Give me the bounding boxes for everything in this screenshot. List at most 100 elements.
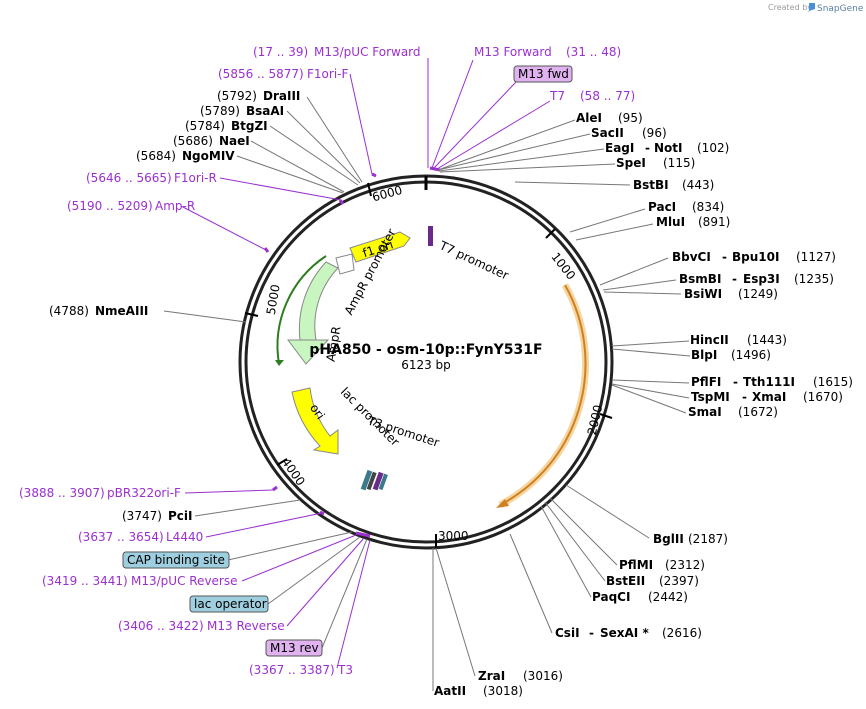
credit-text: Created by [768,3,812,12]
svg-text:-: - [645,141,650,155]
label-m13-puc-reverse-pos: (3419 .. 3441) [42,574,128,588]
label-draiii: DraIII [263,89,300,103]
label-pflfi: PflFI [691,375,721,389]
label-naei: NaeI [219,134,250,148]
labels-right: (17 .. 39) M13/pUC Forward M13 Forward (… [253,45,853,698]
label-spei: SpeI [616,156,646,170]
svg-text:-: - [733,375,738,389]
label-f1ori-f: F1ori-F [307,67,348,81]
leader-lines-left [163,73,373,669]
label-blpi-pos: (1496) [731,348,771,362]
f1-ori-arrow [349,231,411,263]
plasmid-size: 6123 bp [401,358,451,372]
leader-lines-right [427,58,691,691]
label-paqci-pos: (2442) [648,590,688,604]
label-hincii-pos: (1443) [747,333,787,347]
label-eagi: EagI [605,141,634,155]
label-m13-puc-reverse: M13/pUC Reverse [131,574,238,588]
svg-text:-: - [732,272,737,286]
label-bsteii: BstEII [606,574,645,588]
label-csii-pos: (2616) [662,626,702,640]
svg-text:-: - [589,626,594,640]
label-amp-r: Amp-R [155,199,195,213]
label-bglii: BglII [653,532,684,546]
label-paci: PacI [648,200,676,214]
label-pflmi-pos: (2312) [665,558,705,572]
label-m13-forward: M13 Forward [474,45,552,59]
label-bglii-pos: (2187) [688,532,728,546]
label-alei-pos: (95) [618,111,643,125]
label-amp-r-pos: (5190 .. 5209) [67,199,153,213]
label-draiii-pos: (5792) [217,89,257,103]
label-btgzi: BtgZI [231,119,268,133]
label-m13-fwd: M13 fwd [518,67,569,81]
lac-markers [360,469,388,491]
label-bsteii-pos: (2397) [659,574,699,588]
svg-text:-: - [742,390,747,404]
label-m13-forward-pos: (31 .. 48) [566,45,621,59]
label-zrai-pos: (3016) [523,669,563,683]
label-pcii-pos: (3747) [122,509,162,523]
label-naei-pos: (5686) [173,134,213,148]
ring-ticks [244,176,613,548]
tick-label-3000: 3000 [438,529,469,543]
label-m13-puc-forward: M13/pUC Forward [314,45,421,59]
label-m13-rev: M13 rev [270,641,319,655]
label-t3-pos: (3367 .. 3387) [249,663,335,677]
promoter-marker [335,253,355,275]
cap-binding-site-box [122,551,230,569]
label-blpi: BlpI [691,348,717,362]
label-noti: NotI [654,141,683,155]
label-smai-pos: (1672) [738,405,778,419]
label-m13-reverse: M13 Reverse [207,619,285,633]
label-tspmi-pos: (1670) [803,390,843,404]
label-t7: T7 [549,89,565,103]
label-t3: T3 [337,663,353,677]
label-pbr322ori-f-pos: (3888 .. 3907) [19,486,105,500]
label-hincii: HincII [690,333,729,347]
label-zrai: ZraI [478,669,505,683]
label-sacii: SacII [591,126,624,140]
lac-operator-box [189,595,269,613]
label-ngomiv-pos: (5684) [136,149,176,163]
label-cap-binding-site: CAP binding site [127,553,225,567]
label-bstbi: BstBI [633,178,669,192]
ori-arrow [291,387,339,455]
label-mlui: MluI [656,215,685,229]
label-bsmbi: BsmBI [679,272,721,286]
label-nmeaiii-pos: (4788) [49,304,89,318]
label-mlui-pos: (891) [698,215,730,229]
label-csii: CsiI [555,626,580,640]
label-pflmi: PflMI [619,558,653,572]
label-pbr322ori-f: pBR322ori-F [107,486,181,500]
label-f1ori-r: F1ori-R [174,171,217,185]
label-m13-puc-forward-pos: (17 .. 39) [253,45,308,59]
label-bsiwi-pos: (1249) [738,287,778,301]
label-ngomiv: NgoMIV [182,149,235,163]
label-bsaai-pos: (5789) [200,104,240,118]
label-f1ori-f-pos: (5856 .. 5877) [218,67,304,81]
label-bsmbi-pos: (1235) [794,272,834,286]
label-pcii: PciI [168,509,193,523]
label-alei: AleI [576,111,602,125]
label-aatii: AatII [434,684,466,698]
label-bpu10i: Bpu10I [732,250,779,264]
tick-label-1000: 1000 [548,250,578,283]
label-bbvci: BbvCI [672,250,711,264]
label-paci-pos: (834) [692,200,724,214]
label-paqci: PaqCI [592,590,630,604]
label-bsaai: BsaAI [246,104,284,118]
label-smai: SmaI [688,405,722,419]
label-l4440: L4440 [166,530,203,544]
t7-promoter-label: T7 promoter [436,238,510,283]
label-xmai: XmaI [752,390,786,404]
tick-label-2000: 2000 [585,404,606,437]
label-nmeaiii: NmeAIII [95,304,148,318]
ampr-promoter-label: AmpR promoter [342,226,399,317]
label-bstbi-pos: (443) [682,178,714,192]
label-m13-reverse-pos: (3406 .. 3422) [118,619,204,633]
snapgene-logo-icon [809,3,815,11]
svg-text:-: - [722,250,727,264]
t7-marker [428,226,433,246]
